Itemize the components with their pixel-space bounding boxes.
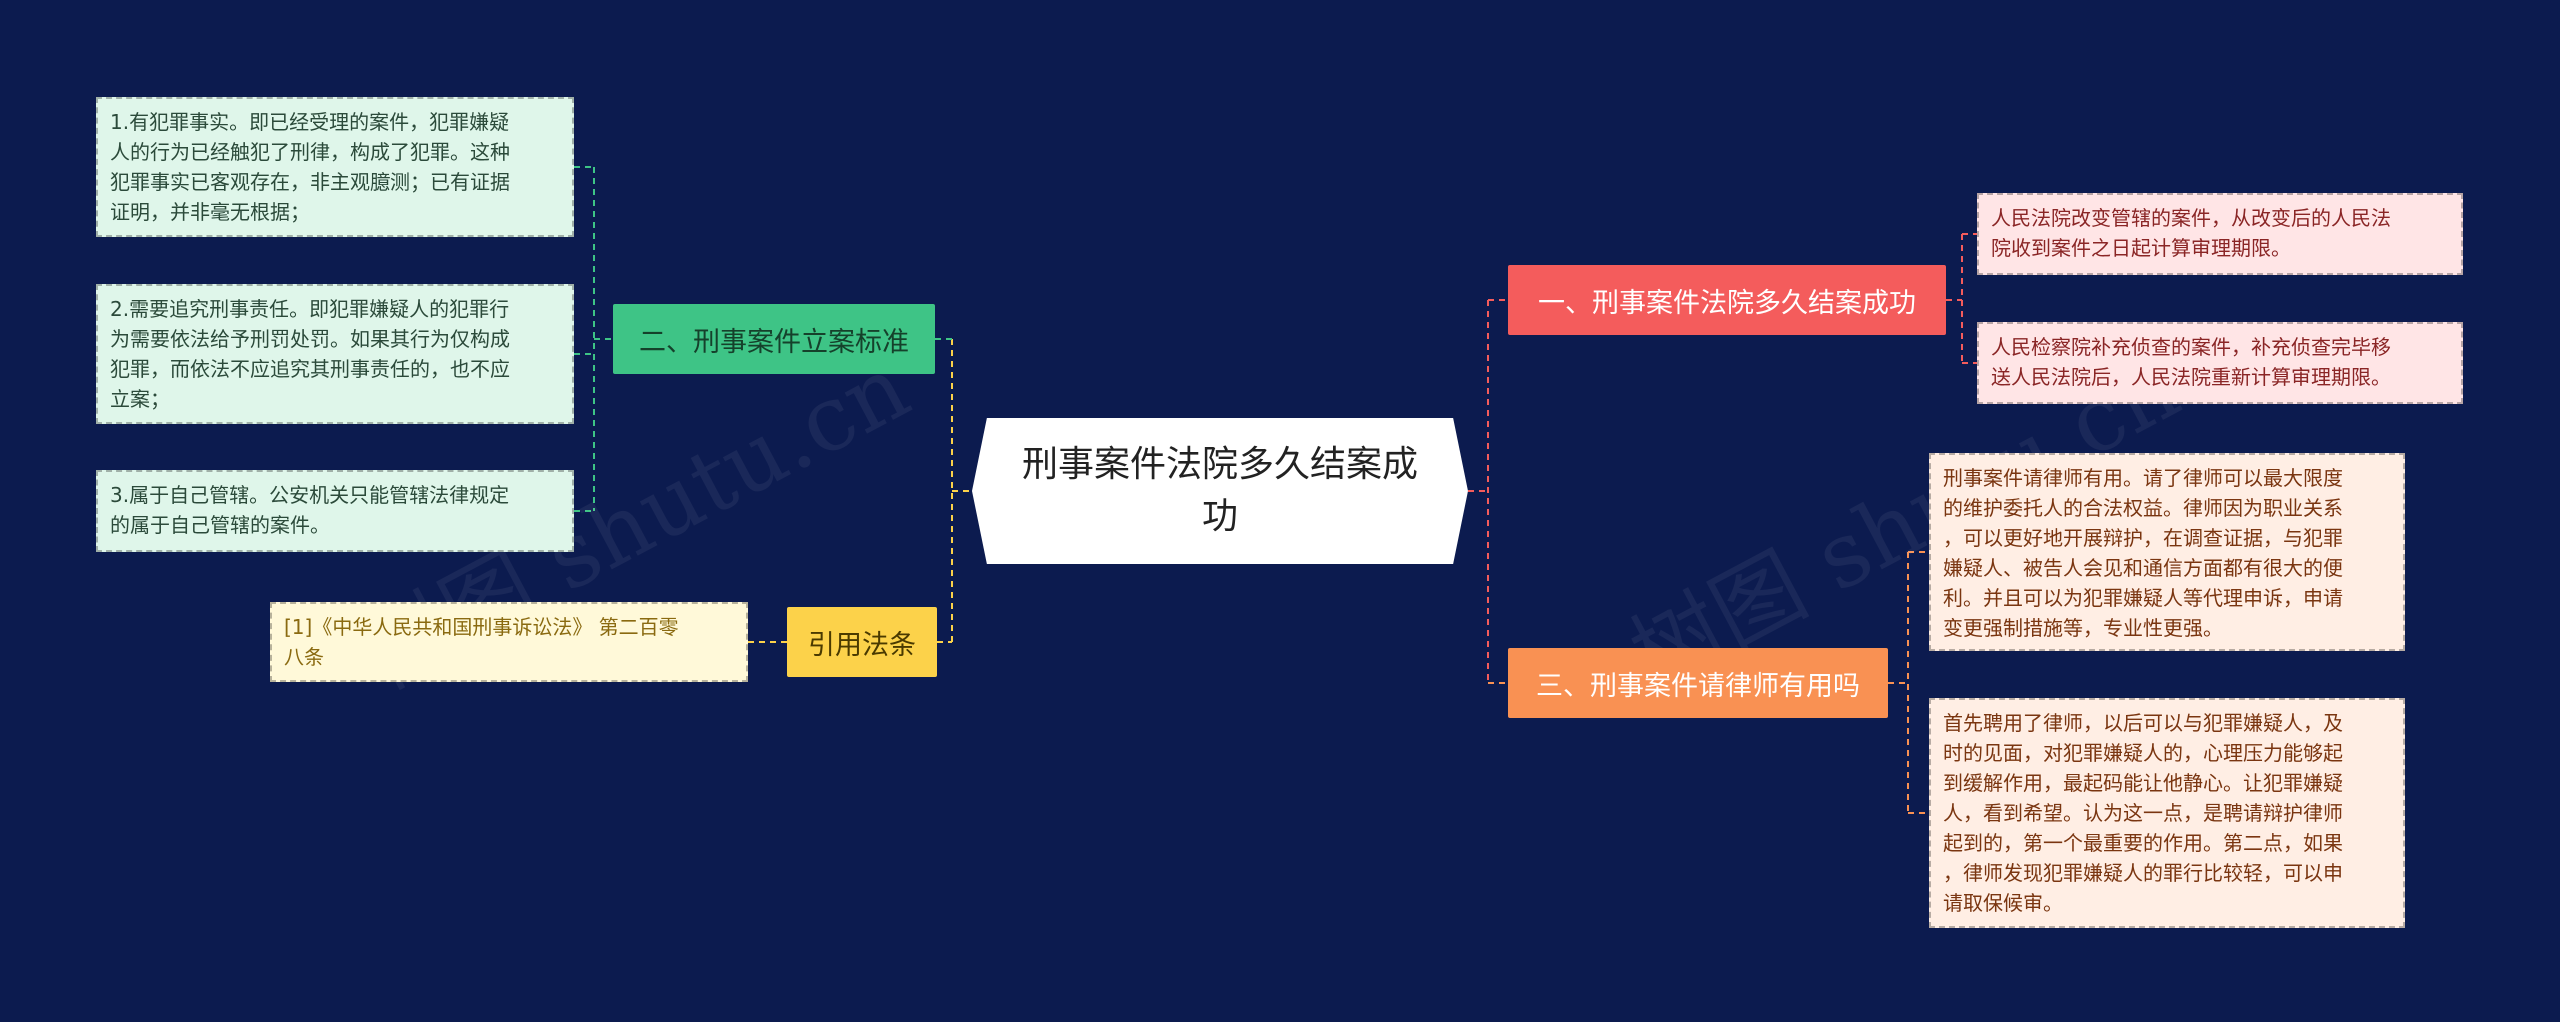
branch-filing-standard[interactable]: 二、刑事案件立案标准 bbox=[613, 304, 935, 374]
leaf-line: 刑事案件请律师有用。请了律师可以最大限度 bbox=[1943, 466, 2343, 490]
leaf-court-jurisdiction-change[interactable]: 人民法院改变管辖的案件，从改变后的人民法 院收到案件之日起计算审理期限。 bbox=[1977, 193, 2463, 275]
leaf-line: 到缓解作用，最起码能让他静心。让犯罪嫌疑 bbox=[1943, 771, 2343, 795]
leaf-line: 2.需要追究刑事责任。即犯罪嫌疑人的犯罪行 bbox=[110, 297, 510, 321]
leaf-line: 犯罪，而依法不应追究其刑事责任的，也不应 bbox=[110, 357, 510, 381]
leaf-line: ，律师发现犯罪嫌疑人的罪行比较轻，可以申 bbox=[1943, 861, 2343, 885]
leaf-criminal-liability[interactable]: 2.需要追究刑事责任。即犯罪嫌疑人的犯罪行 为需要依法给予刑罚处罚。如果其行为仅… bbox=[96, 284, 574, 424]
branch-cited-law[interactable]: 引用法条 bbox=[787, 607, 937, 677]
leaf-line: 时的见面，对犯罪嫌疑人的，心理压力能够起 bbox=[1943, 741, 2343, 765]
leaf-line: 1.有犯罪事实。即已经受理的案件，犯罪嫌疑 bbox=[110, 110, 510, 134]
leaf-line: 嫌疑人、被告人会见和通信方面都有很大的便 bbox=[1943, 556, 2343, 580]
leaf-line: 立案； bbox=[110, 387, 170, 411]
leaf-line: 首先聘用了律师，以后可以与犯罪嫌疑人，及 bbox=[1943, 711, 2343, 735]
leaf-supplementary-investigation[interactable]: 人民检察院补充侦查的案件，补充侦查完毕移 送人民法院后，人民法院重新计算审理期限… bbox=[1977, 322, 2463, 404]
leaf-line: 送人民法院后，人民法院重新计算审理期限。 bbox=[1991, 365, 2391, 389]
leaf-line: 犯罪事实已客观存在，非主观臆测；已有证据 bbox=[110, 170, 510, 194]
leaf-line: ，可以更好地开展辩护，在调查证据，与犯罪 bbox=[1943, 526, 2343, 550]
leaf-line: 人民检察院补充侦查的案件，补充侦查完毕移 bbox=[1991, 335, 2391, 359]
leaf-line: 为需要依法给予刑罚处罚。如果其行为仅构成 bbox=[110, 327, 510, 351]
leaf-line: 院收到案件之日起计算审理期限。 bbox=[1991, 236, 2291, 260]
leaf-lawyer-benefits[interactable]: 刑事案件请律师有用。请了律师可以最大限度 的维护委托人的合法权益。律师因为职业关… bbox=[1929, 453, 2405, 651]
leaf-line: 3.属于自己管辖。公安机关只能管辖法律规定 bbox=[110, 483, 510, 507]
central-topic[interactable]: 刑事案件法院多久结案成功 bbox=[972, 418, 1468, 564]
leaf-line: 人，看到希望。认为这一点，是聘请辩护律师 bbox=[1943, 801, 2343, 825]
branch-lawyer-useful[interactable]: 三、刑事案件请律师有用吗 bbox=[1508, 648, 1888, 718]
leaf-lawyer-meeting[interactable]: 首先聘用了律师，以后可以与犯罪嫌疑人，及 时的见面，对犯罪嫌疑人的，心理压力能够… bbox=[1929, 698, 2405, 928]
leaf-line: 请取保候审。 bbox=[1943, 891, 2063, 915]
leaf-line: 证明，并非毫无根据； bbox=[110, 200, 310, 224]
leaf-own-jurisdiction[interactable]: 3.属于自己管辖。公安机关只能管辖法律规定 的属于自己管辖的案件。 bbox=[96, 470, 574, 552]
leaf-line: 的属于自己管辖的案件。 bbox=[110, 513, 330, 537]
leaf-line: 变更强制措施等，专业性更强。 bbox=[1943, 616, 2223, 640]
leaf-line: 人的行为已经触犯了刑律，构成了犯罪。这种 bbox=[110, 140, 510, 164]
leaf-line: [1]《中华人民共和国刑事诉讼法》 第二百零 bbox=[284, 615, 679, 639]
leaf-line: 人民法院改变管辖的案件，从改变后的人民法 bbox=[1991, 206, 2391, 230]
leaf-criminal-fact[interactable]: 1.有犯罪事实。即已经受理的案件，犯罪嫌疑 人的行为已经触犯了刑律，构成了犯罪。… bbox=[96, 97, 574, 237]
leaf-criminal-procedure-law[interactable]: [1]《中华人民共和国刑事诉讼法》 第二百零 八条 bbox=[270, 602, 748, 682]
leaf-line: 起到的，第一个最重要的作用。第二点，如果 bbox=[1943, 831, 2343, 855]
leaf-line: 八条 bbox=[284, 645, 324, 669]
branch-court-duration[interactable]: 一、刑事案件法院多久结案成功 bbox=[1508, 265, 1946, 335]
leaf-line: 利。并且可以为犯罪嫌疑人等代理申诉，申请 bbox=[1943, 586, 2343, 610]
leaf-line: 的维护委托人的合法权益。律师因为职业关系 bbox=[1943, 496, 2343, 520]
